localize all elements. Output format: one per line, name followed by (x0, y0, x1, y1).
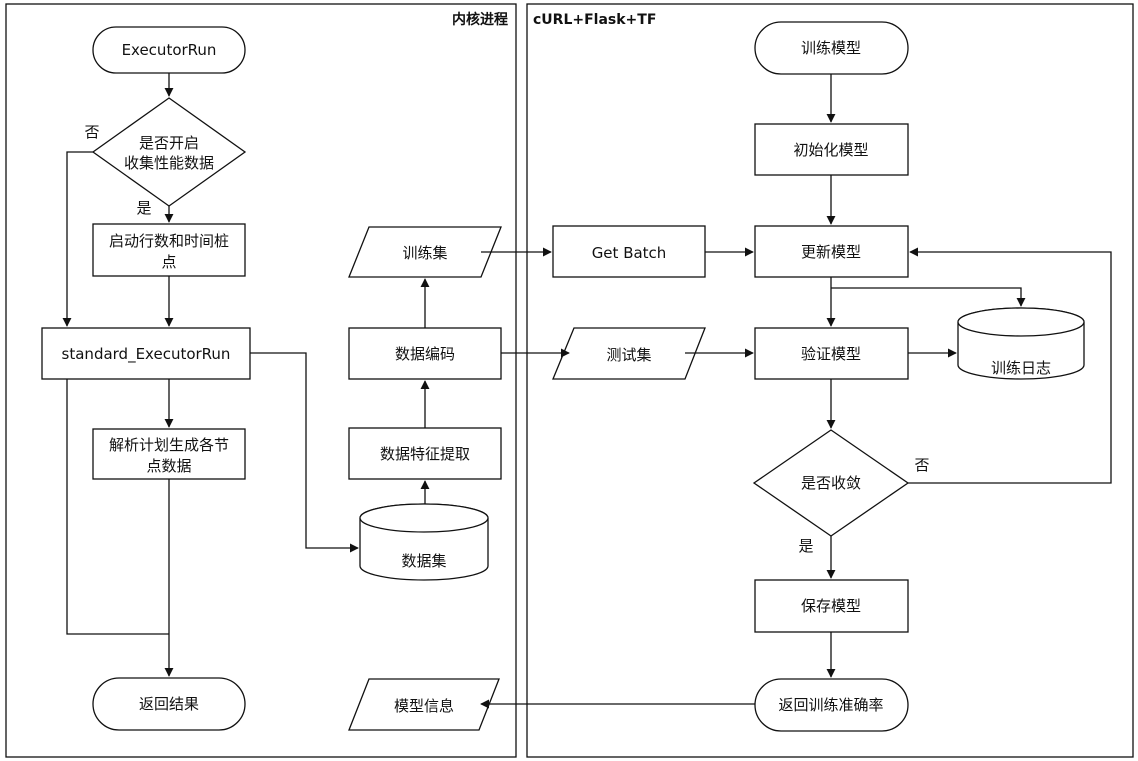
train-set-label: 训练集 (402, 244, 447, 262)
parse-plan-process (92, 428, 246, 480)
parse-plan-line1: 解析计划生成各节 (109, 436, 229, 454)
standard-executor-run-label: standard_ExecutorRun (62, 345, 231, 364)
dataset-store-top (359, 503, 489, 533)
no-converge-label: 否 (914, 456, 929, 474)
arrow-standard-to-dataset (250, 352, 359, 553)
yes-collect-label: 是 (136, 199, 151, 217)
init-model-process (754, 123, 909, 176)
feature-extract-process (348, 427, 502, 480)
kernel-process-panel (5, 3, 517, 758)
parse-plan-line2: 点数据 (146, 457, 191, 475)
arrow-update-to-log (831, 287, 1026, 307)
converge-decision-label: 是否收敛 (801, 474, 861, 492)
save-model-label: 保存模型 (801, 597, 861, 615)
collect-perf-decision-line1: 是否开启 (139, 134, 199, 152)
get-batch-process (552, 225, 706, 278)
test-set-label: 测试集 (606, 346, 651, 364)
collect-perf-decision-line2: 收集性能数据 (124, 154, 214, 172)
return-accuracy-label: 返回训练准确率 (778, 696, 883, 714)
data-encode-label: 数据编码 (395, 345, 455, 363)
init-model-label: 初始化模型 (793, 141, 868, 159)
start-counters-line1: 启动行数和时间桩 (109, 232, 229, 250)
return-result-label: 返回结果 (139, 695, 199, 713)
train-model-label: 训练模型 (801, 39, 861, 57)
kernel-process-title: 内核进程 (452, 11, 508, 28)
arrow-standard-bypass-to-return (66, 379, 169, 635)
curl-flask-tf-panel (526, 3, 1134, 758)
yes-converge-label: 是 (798, 537, 813, 555)
no-collect-label: 否 (84, 123, 99, 141)
train-log-label: 训练日志 (991, 359, 1051, 377)
test-set-data (552, 327, 706, 380)
model-info-data (348, 678, 500, 731)
model-info-label: 模型信息 (394, 697, 454, 715)
get-batch-label: Get Batch (592, 244, 667, 262)
arrow-no-collect (62, 151, 93, 327)
executor-run-label: ExecutorRun (122, 41, 217, 59)
validate-model-label: 验证模型 (801, 345, 861, 363)
feature-extract-label: 数据特征提取 (380, 445, 470, 463)
arrow-no-converge-loop (908, 247, 1112, 484)
start-counters-line2: 点 (161, 253, 176, 271)
train-set-data (348, 226, 502, 278)
start-counters-process (92, 223, 246, 277)
collect-perf-decision (91, 97, 247, 207)
dataset-label: 数据集 (401, 552, 446, 570)
update-model-process (754, 225, 909, 278)
save-model-process (754, 579, 909, 633)
train-log-store-top (957, 307, 1085, 337)
curl-flask-tf-title: cURL+Flask+TF (533, 12, 656, 28)
return-accuracy-terminal (754, 678, 909, 732)
update-model-label: 更新模型 (801, 243, 861, 261)
return-result-terminal (92, 677, 246, 731)
